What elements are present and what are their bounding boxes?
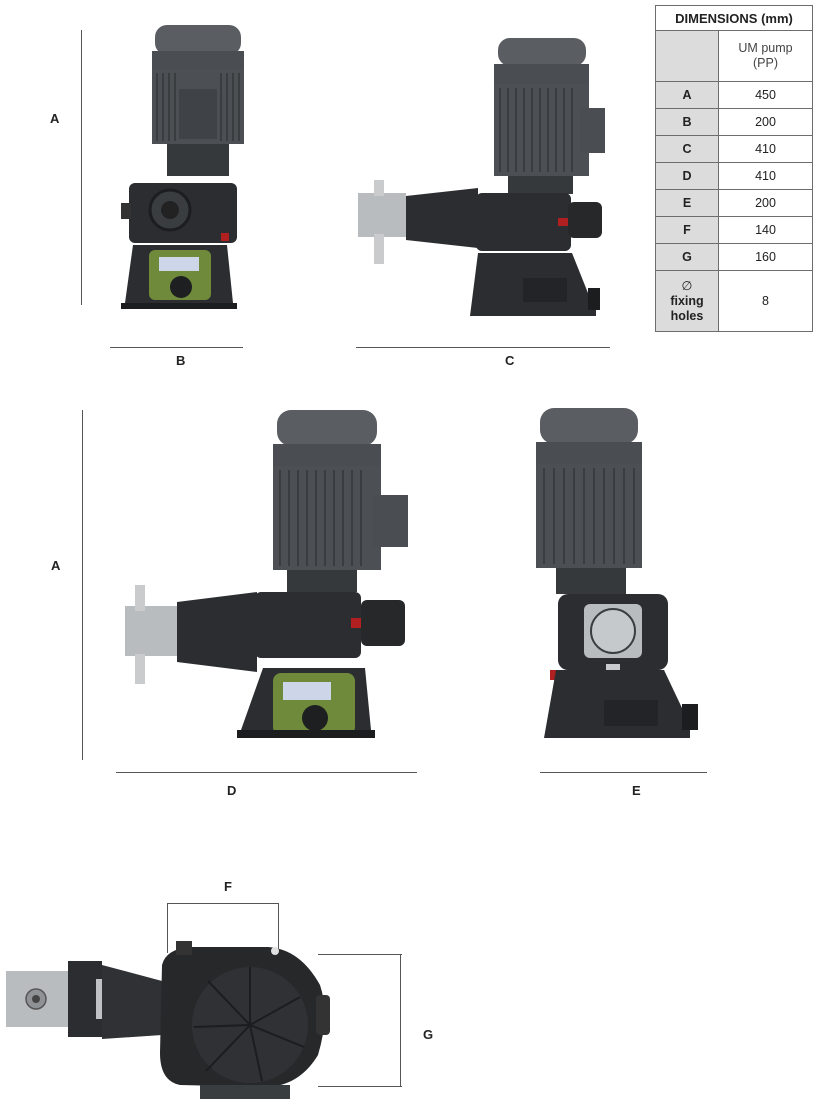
dimension-line-g-top-tick <box>318 954 402 955</box>
pump-front-view-b <box>121 25 244 309</box>
dimension-label-f: F <box>224 879 232 894</box>
pump-rear-view-e <box>536 408 698 738</box>
fixing-line1: fixing <box>670 293 704 308</box>
dimension-line-f-right-tick <box>278 903 279 953</box>
table-row: E 200 <box>655 189 813 217</box>
dimension-label-g: G <box>423 1027 434 1042</box>
row-value: 200 <box>718 189 813 217</box>
row-key: B <box>655 108 719 136</box>
dimension-line-f-left-tick <box>167 903 168 953</box>
row-value: 200 <box>718 108 813 136</box>
row-key: A <box>655 81 719 109</box>
pump-top-view <box>6 941 330 1099</box>
fixing-holes-value: 8 <box>718 270 813 332</box>
row-value: 160 <box>718 243 813 271</box>
pump-side-view-d <box>125 410 408 738</box>
column-header-line1: UM pump <box>738 41 793 55</box>
table-row: F 140 <box>655 216 813 244</box>
row-value: 450 <box>718 81 813 109</box>
dimension-line-a-top <box>81 30 82 305</box>
row-value: 410 <box>718 162 813 190</box>
table-row: G 160 <box>655 243 813 271</box>
dimension-label-a-mid: A <box>51 558 61 573</box>
table-row: A 450 <box>655 81 813 109</box>
dimension-label-d: D <box>227 783 237 798</box>
table-row: C 410 <box>655 135 813 163</box>
dimension-line-g-bottom-tick <box>318 1086 402 1087</box>
row-key: F <box>655 216 719 244</box>
row-value: 140 <box>718 216 813 244</box>
table-row-fixing-holes: ∅ fixing holes 8 <box>655 270 813 332</box>
table-row: B 200 <box>655 108 813 136</box>
dimension-label-e: E <box>632 783 641 798</box>
row-key: C <box>655 135 719 163</box>
dimension-line-c <box>356 347 610 348</box>
table-row: D 410 <box>655 162 813 190</box>
dimension-label-a-top: A <box>50 111 60 126</box>
row-value: 410 <box>718 135 813 163</box>
dimension-line-a-mid <box>82 410 83 760</box>
table-corner-cell <box>655 30 719 82</box>
dimension-line-f <box>167 903 278 904</box>
table-column-header: UM pump (PP) <box>718 30 813 82</box>
table-title: DIMENSIONS (mm) <box>655 5 813 31</box>
dimension-line-e <box>540 772 707 773</box>
row-key: E <box>655 189 719 217</box>
dimension-label-c: C <box>505 353 515 368</box>
fixing-holes-key: ∅ fixing holes <box>655 270 719 332</box>
dimension-label-b: B <box>176 353 186 368</box>
dimension-line-d <box>116 772 417 773</box>
row-key: G <box>655 243 719 271</box>
column-header-line2: (PP) <box>753 56 778 70</box>
pump-side-view-c <box>358 38 605 316</box>
dimension-line-b <box>110 347 243 348</box>
row-key: D <box>655 162 719 190</box>
diameter-icon: ∅ <box>681 278 693 293</box>
fixing-line2: holes <box>670 308 704 323</box>
dimension-line-g <box>400 954 401 1086</box>
dimensions-table: DIMENSIONS (mm) UM pump (PP) A 450 B 200… <box>655 5 813 332</box>
